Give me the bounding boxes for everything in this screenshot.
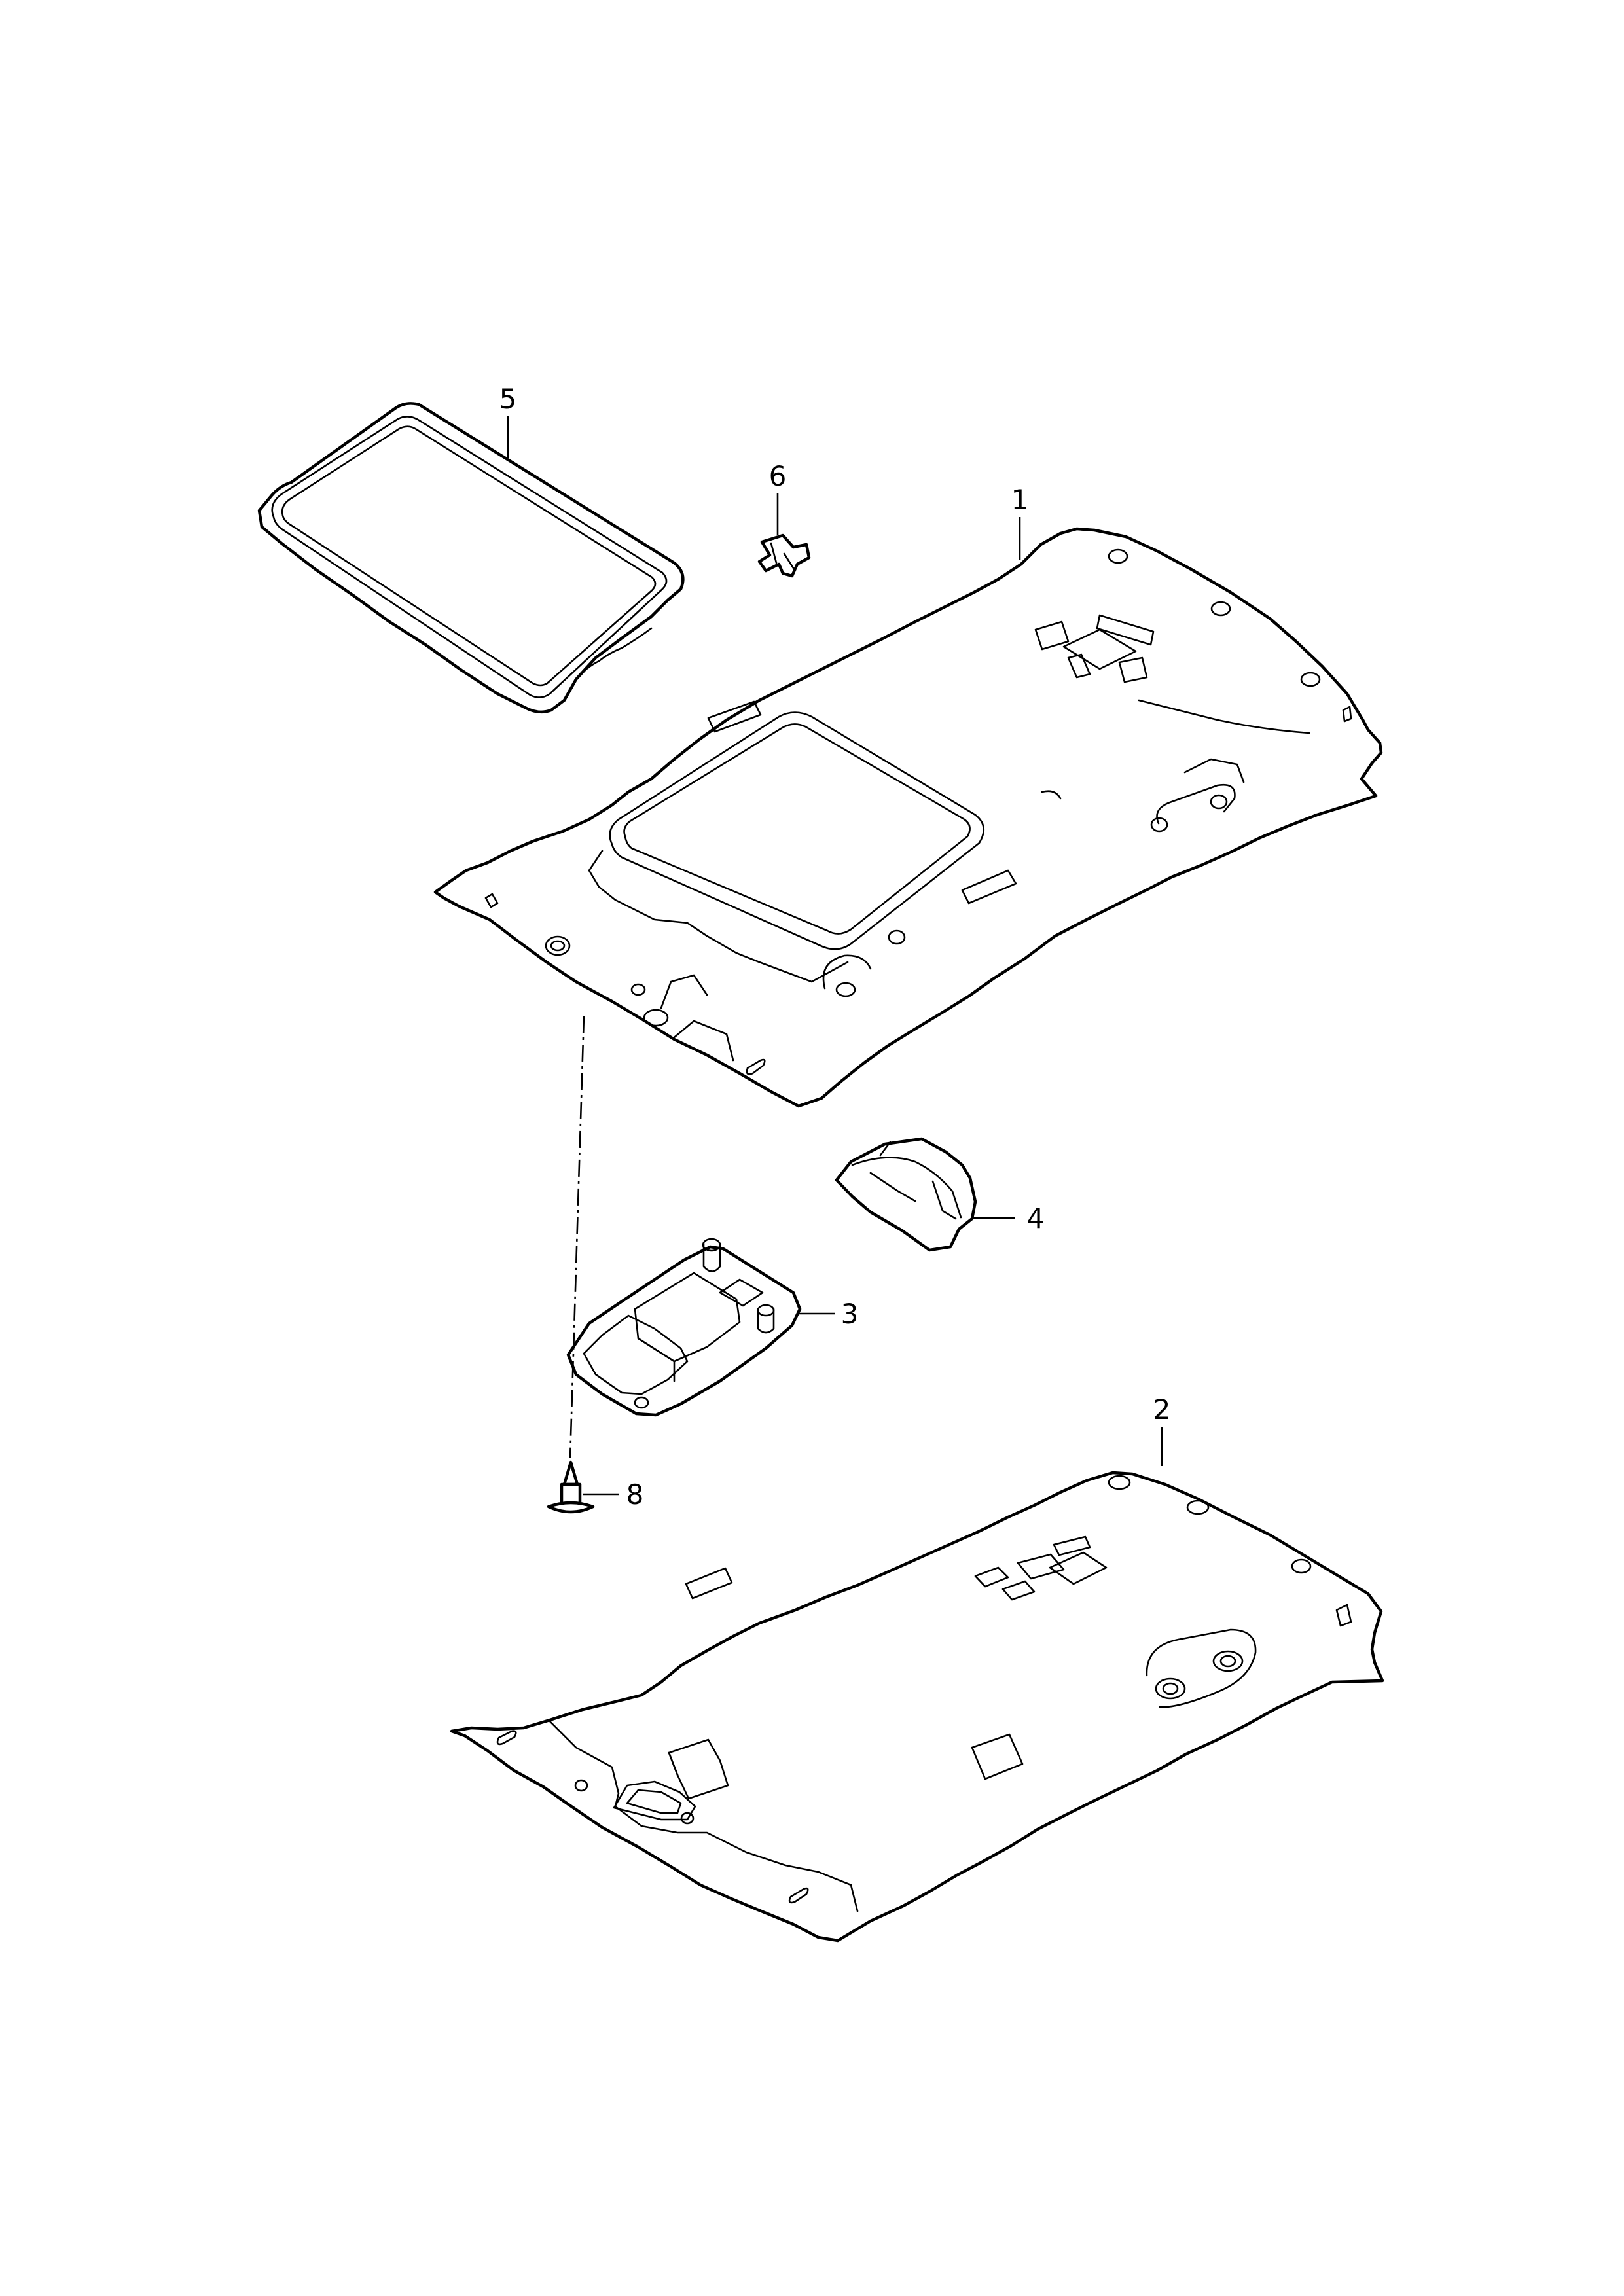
part-8-screw xyxy=(547,1460,595,1514)
part-1-headliner-sunroof xyxy=(433,527,1383,1108)
part-2-headliner xyxy=(450,1471,1384,1943)
callout-5: 5 xyxy=(499,383,517,415)
part-4-trim-cover xyxy=(835,1137,977,1252)
leader-lines xyxy=(507,416,1163,1496)
part-3-console xyxy=(566,1238,802,1417)
part-5-sunroof-seal xyxy=(257,402,685,714)
callout-6: 6 xyxy=(769,460,787,492)
callout-4: 4 xyxy=(1027,1202,1045,1234)
callout-3: 3 xyxy=(841,1298,859,1330)
callout-8: 8 xyxy=(626,1479,644,1511)
callout-2: 2 xyxy=(1153,1393,1171,1426)
part-6-clip xyxy=(757,533,811,578)
callout-1: 1 xyxy=(1011,484,1029,516)
installation-line xyxy=(569,1015,585,1459)
